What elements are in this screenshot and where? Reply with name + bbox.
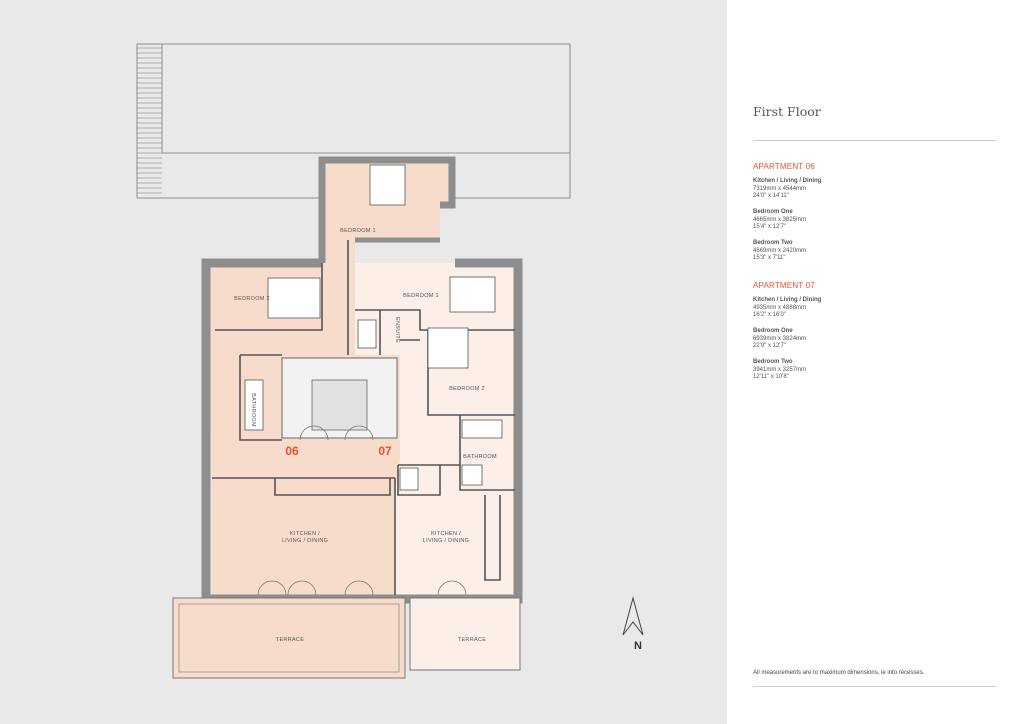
room-label-apt06-kitchen-1: KITCHEN / xyxy=(290,531,320,537)
room-label-apt07-bathroom: BATHROOM xyxy=(463,454,497,460)
room-label-apt06-bedroom1: BEDROOM 1 xyxy=(340,228,376,234)
apartment-heading: APARTMENT 07 xyxy=(753,281,815,290)
footnote: All measurements are to maximum dimensio… xyxy=(753,670,925,676)
room-spec-name: Kitchen / Living / Dining xyxy=(753,178,822,184)
room-spec-imperial: 16'2" x 16'0" xyxy=(753,312,786,319)
divider xyxy=(753,686,996,687)
room-spec-metric: 4935mm x 4888mm xyxy=(753,304,807,311)
stair-hatch xyxy=(137,47,162,194)
floor-plan: BEDROOM 1 BEDROOM 2 BATHROOM KITCHEN / L… xyxy=(0,0,727,724)
room-label-apt06-bathroom: BATHROOM xyxy=(250,393,256,427)
room-label-apt07-bedroom1: BEDROOM 1 xyxy=(403,293,439,299)
room-spec-name: Bedroom Two xyxy=(753,240,793,246)
room-label-apt06-kitchen-2: LIVING / DINING xyxy=(282,538,328,544)
info-panel: First Floor APARTMENT 06 Kitchen / Living… xyxy=(727,0,1024,724)
apt07-terrace xyxy=(409,597,521,671)
floor-plan-drawing: BEDROOM 1 BEDROOM 2 BATHROOM KITCHEN / L… xyxy=(136,43,644,679)
room-label-apt07-kitchen-1: KITCHEN / xyxy=(431,531,461,537)
room-spec-imperial: 22'9" x 12'7" xyxy=(753,343,786,350)
floor-title: First Floor xyxy=(753,104,821,119)
windows xyxy=(257,425,467,596)
room-spec-metric: 4669mm x 2420mm xyxy=(753,247,807,254)
apt06-terrace xyxy=(172,597,406,679)
room-label-apt07-bedroom2: BEDROOM 2 xyxy=(449,386,485,392)
room-spec-imperial: 24'0" x 14'11" xyxy=(753,193,789,200)
room-label-apt06-terrace: TERRACE xyxy=(276,637,304,643)
room-spec-name: Bedroom One xyxy=(753,209,793,215)
room-spec-imperial: 15'4" x 12'7" xyxy=(753,224,786,231)
apartment-number-06: 06 xyxy=(285,444,299,458)
room-label-apt07-kitchen-2: LIVING / DINING xyxy=(423,538,469,544)
room-spec-metric: 4665mm x 3825mm xyxy=(753,216,807,223)
room-spec-metric: 3941mm x 3257mm xyxy=(753,366,807,373)
room-spec-name: Bedroom Two xyxy=(753,359,793,365)
room-spec-name: Kitchen / Living / Dining xyxy=(753,297,822,303)
apartment-heading: APARTMENT 06 xyxy=(753,162,815,171)
apartment-number-07: 07 xyxy=(378,444,392,458)
furniture xyxy=(244,164,503,491)
room-label-apt06-bedroom2: BEDROOM 2 xyxy=(234,296,270,302)
room-spec-imperial: 12'11" x 10'8" xyxy=(753,374,789,381)
room-spec-metric: 7319mm x 4544mm xyxy=(753,185,807,192)
north-arrow-icon xyxy=(622,596,644,636)
divider xyxy=(753,140,996,141)
north-label: N xyxy=(634,640,642,652)
room-spec-metric: 6939mm x 3824mm xyxy=(753,335,807,342)
room-label-apt07-ensuite: ENSUITE xyxy=(394,317,400,343)
room-spec-name: Bedroom One xyxy=(753,328,793,334)
room-label-apt07-terrace: TERRACE xyxy=(458,637,486,643)
room-spec-imperial: 15'3" x 7'11" xyxy=(753,255,786,262)
